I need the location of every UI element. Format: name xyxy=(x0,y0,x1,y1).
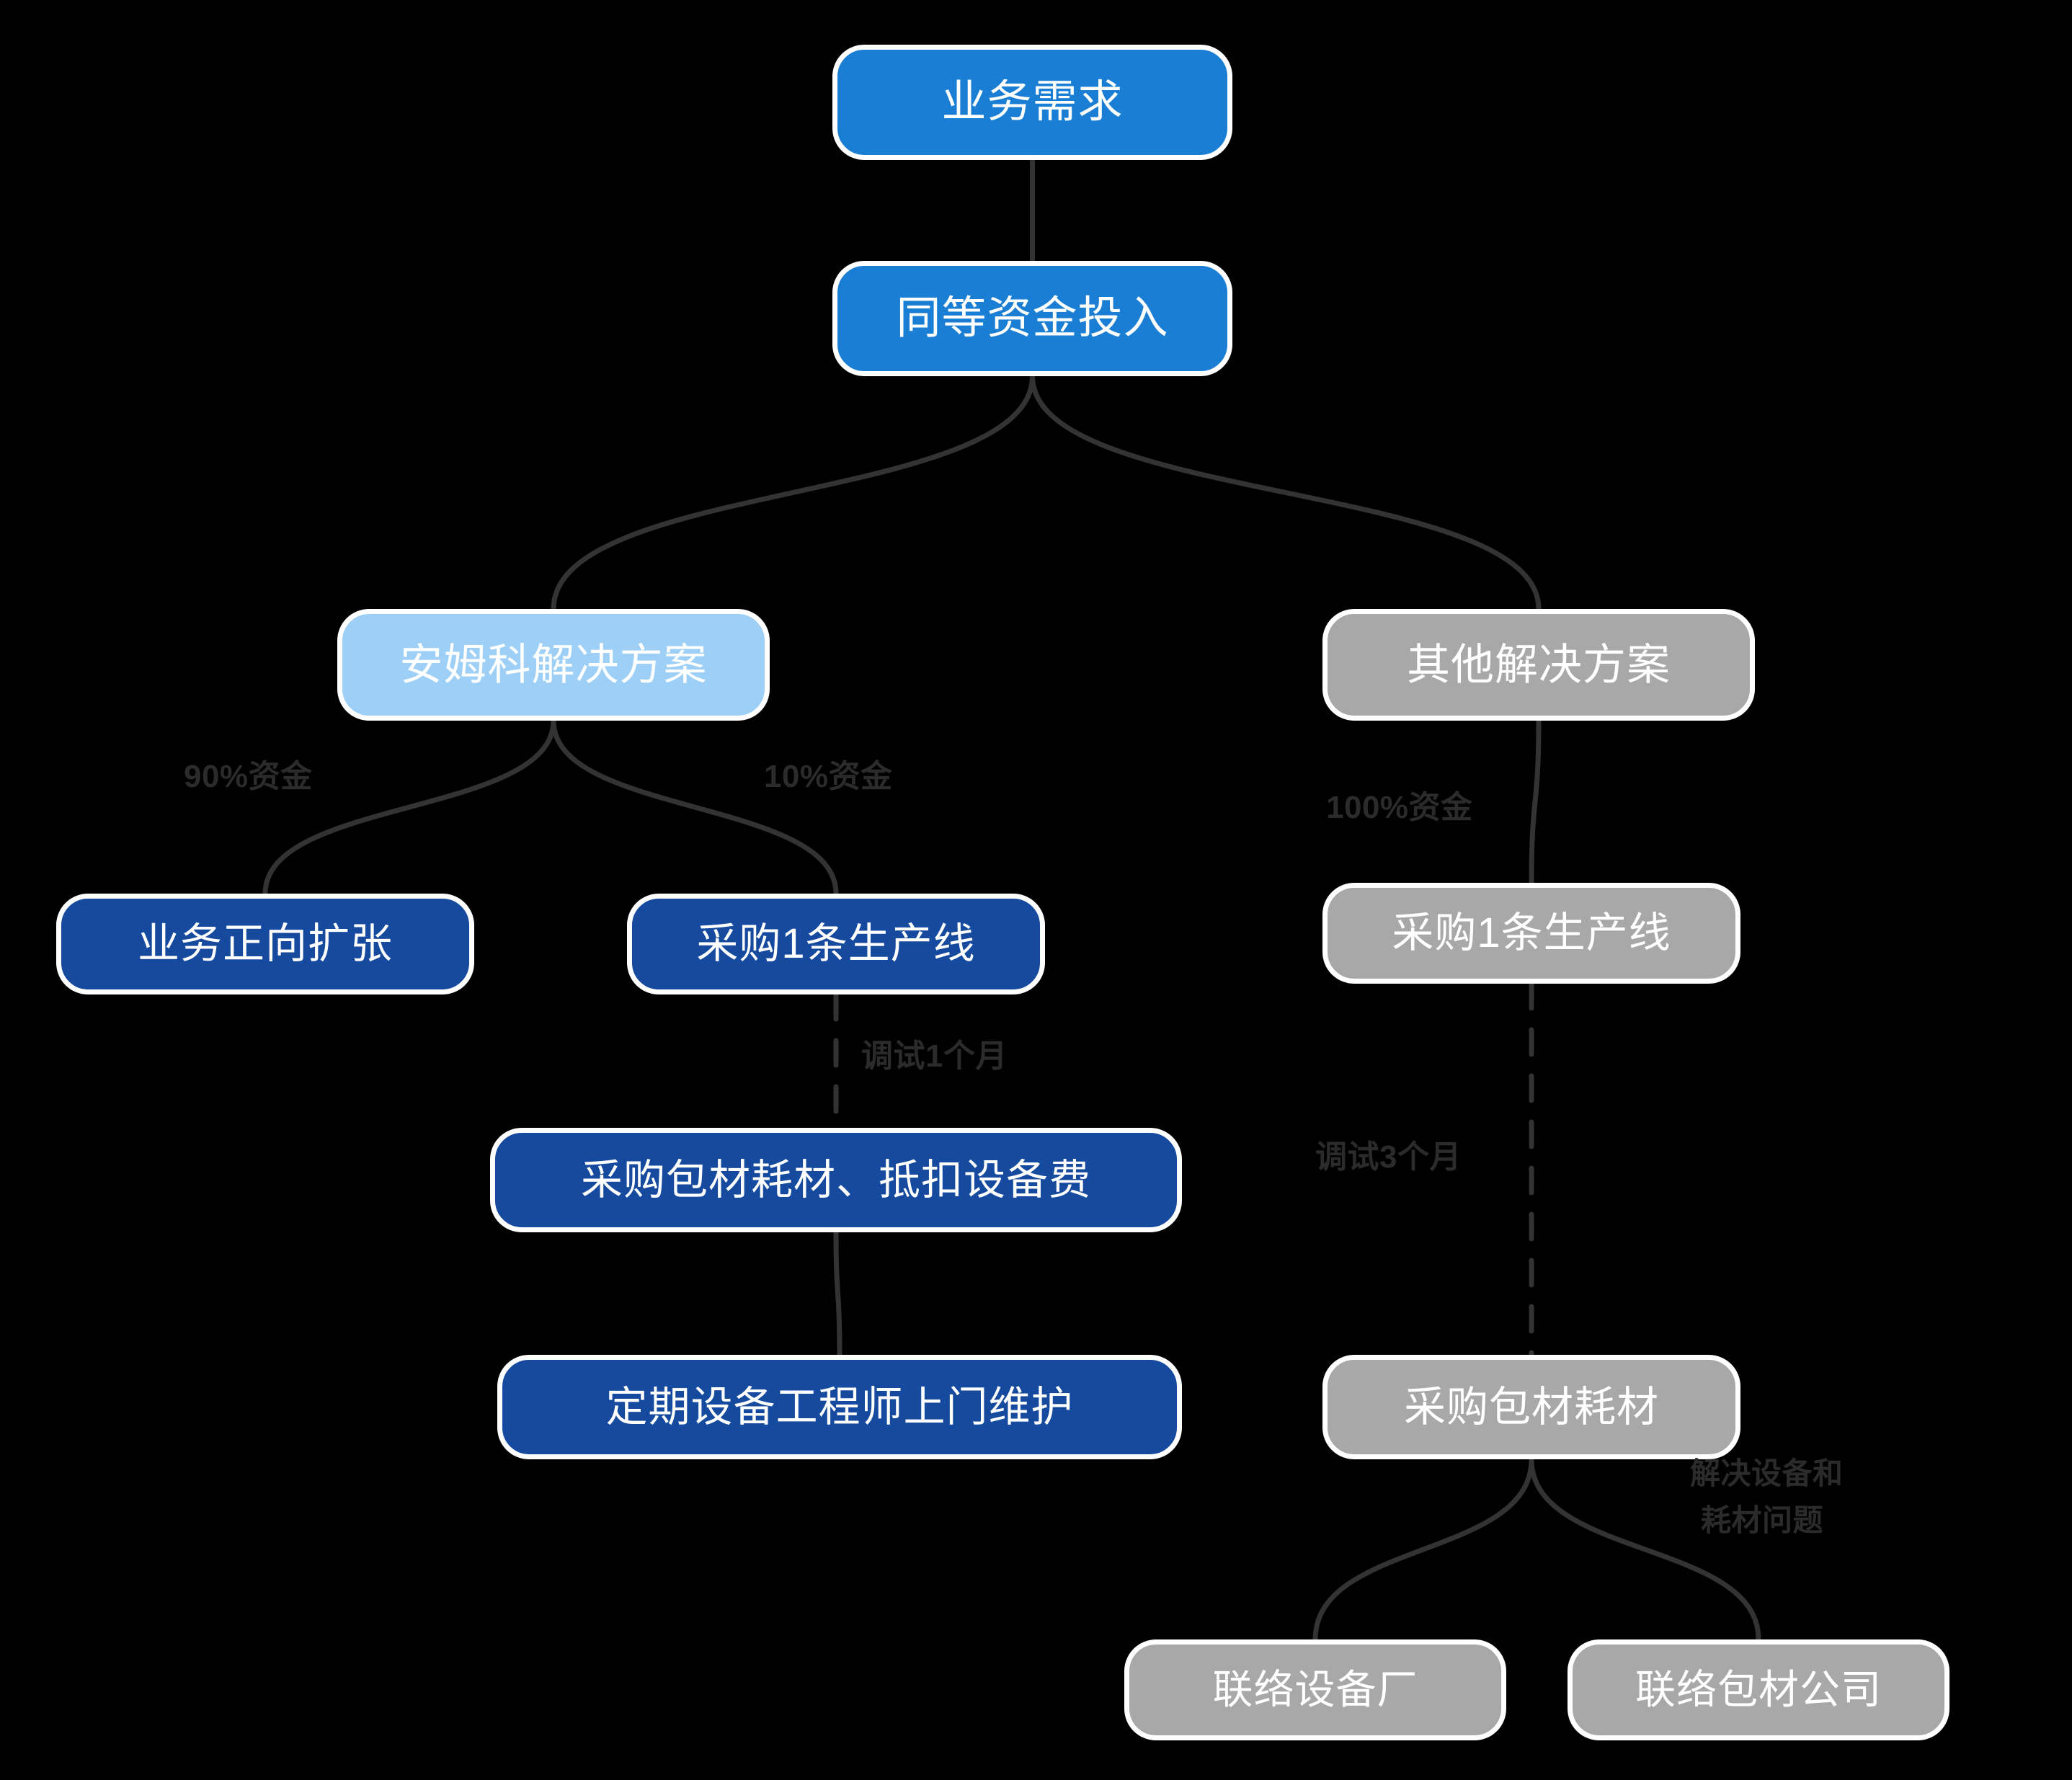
edge-label-el7: 耗材问题 xyxy=(1701,1503,1824,1537)
edge-n2-to-n4 xyxy=(1030,373,1542,612)
edge-label-el4: 调试1个月 xyxy=(861,1038,1008,1074)
edge-n3-to-n6 xyxy=(551,718,839,896)
node-n8[interactable]: 采购包材耗材、抵扣设备费 xyxy=(490,1128,1182,1232)
node-n11[interactable]: 联络设备厂 xyxy=(1124,1639,1506,1740)
edge-label-el1: 90%资金 xyxy=(184,759,313,794)
edge-label-el3: 100%资金 xyxy=(1326,790,1473,825)
node-label: 采购包材耗材 xyxy=(1403,1383,1659,1430)
node-n2[interactable]: 同等资金投入 xyxy=(832,261,1232,376)
node-label: 联络包材公司 xyxy=(1635,1667,1882,1712)
node-n6[interactable]: 采购1条生产线 xyxy=(627,894,1045,994)
edge-n3-to-n5 xyxy=(262,718,556,896)
edge-n10-to-n11 xyxy=(1312,1456,1534,1642)
node-n9[interactable]: 定期设备工程师上门维护 xyxy=(497,1355,1182,1459)
node-label: 采购包材耗材、抵扣设备费 xyxy=(580,1156,1091,1203)
node-label: 定期设备工程师上门维护 xyxy=(605,1383,1074,1430)
node-n3[interactable]: 安姆科解决方案 xyxy=(337,609,770,721)
node-n4[interactable]: 其他解决方案 xyxy=(1322,609,1755,721)
node-n7[interactable]: 采购1条生产线 xyxy=(1322,883,1740,984)
edge-label-el5: 调试3个月 xyxy=(1315,1139,1462,1175)
node-n5[interactable]: 业务正向扩张 xyxy=(56,894,474,994)
node-label: 采购1条生产线 xyxy=(696,920,976,967)
node-label: 业务正向扩张 xyxy=(137,920,393,967)
node-n10[interactable]: 采购包材耗材 xyxy=(1322,1355,1740,1459)
edge-n8-to-n9 xyxy=(833,1229,842,1358)
node-label: 联络设备厂 xyxy=(1212,1667,1418,1712)
node-label: 同等资金投入 xyxy=(896,293,1169,343)
edge-label-el2: 10%资金 xyxy=(764,759,893,794)
edge-n2-to-n3 xyxy=(551,373,1035,612)
node-n12[interactable]: 联络包材公司 xyxy=(1568,1639,1949,1740)
node-label: 业务需求 xyxy=(941,77,1124,127)
node-n1[interactable]: 业务需求 xyxy=(832,45,1232,160)
edge-label-el6: 解决设备和 xyxy=(1690,1456,1844,1490)
edge-n4-to-n7 xyxy=(1529,718,1542,886)
node-label: 安姆科解决方案 xyxy=(399,640,708,689)
node-label: 其他解决方案 xyxy=(1407,640,1671,689)
edge-n10-to-n12 xyxy=(1529,1456,1761,1642)
node-label: 采购1条生产线 xyxy=(1392,909,1671,956)
